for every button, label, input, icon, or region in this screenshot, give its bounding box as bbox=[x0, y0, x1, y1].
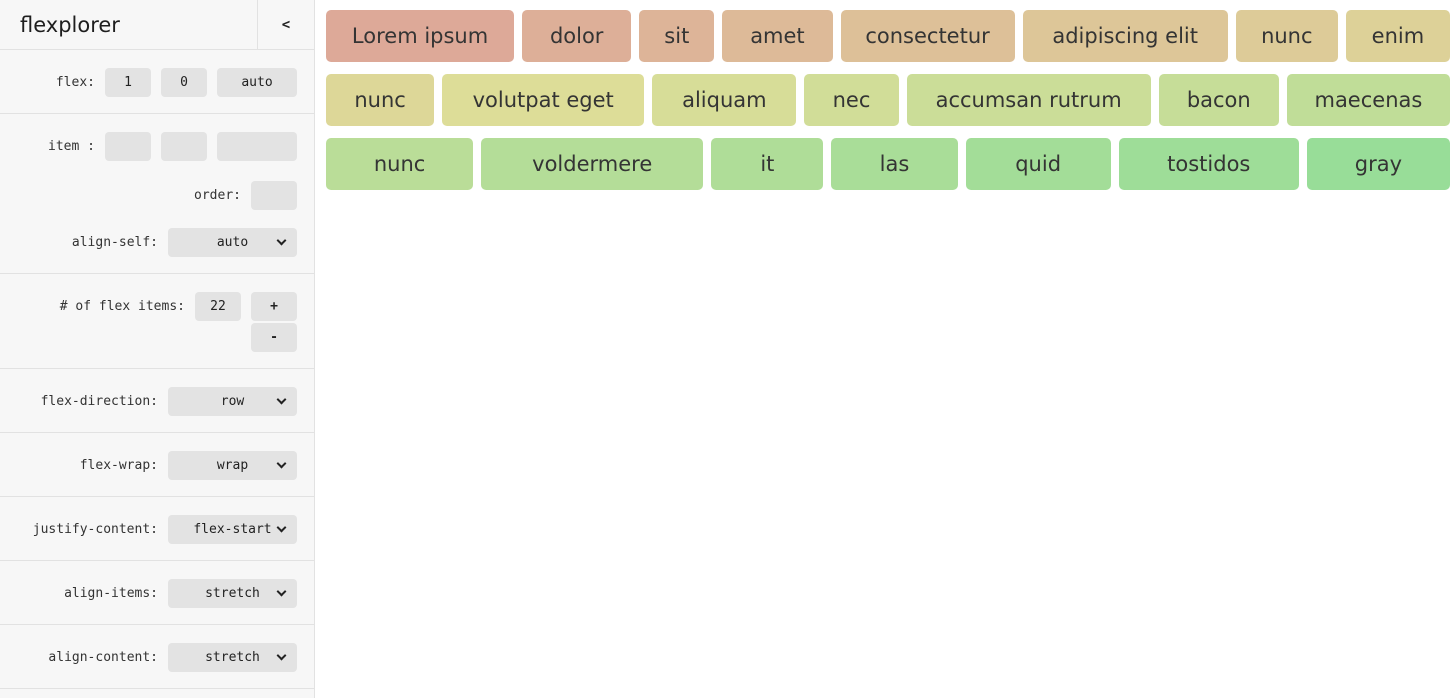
remove-item-button[interactable]: - bbox=[251, 323, 297, 352]
chevron-left-icon: < bbox=[281, 16, 291, 33]
section-flex-direction: flex-direction: row bbox=[0, 369, 314, 433]
flex-item: it bbox=[711, 138, 824, 190]
chevron-down-icon bbox=[276, 586, 287, 597]
flex-item: amet bbox=[722, 10, 833, 62]
chevron-down-icon bbox=[276, 650, 287, 661]
sidebar: flexplorer < flex: item : order: align-s… bbox=[0, 0, 315, 698]
justify-content-select[interactable]: flex-start bbox=[168, 515, 297, 544]
align-content-value: stretch bbox=[205, 650, 260, 665]
flex-item: sit bbox=[639, 10, 715, 62]
flex-item: gray bbox=[1306, 138, 1450, 190]
flex-item: volutpat eget bbox=[442, 74, 645, 126]
flex-item: adipiscing elit bbox=[1022, 10, 1228, 62]
flex-item: Lorem ipsum bbox=[326, 10, 515, 62]
flex-label: flex: bbox=[55, 75, 95, 90]
align-content-select[interactable]: stretch bbox=[168, 643, 297, 672]
align-self-select[interactable]: auto bbox=[168, 228, 297, 257]
flex-item: quid bbox=[965, 138, 1111, 190]
flex-wrap-select[interactable]: wrap bbox=[168, 451, 297, 480]
flex-item: nunc bbox=[326, 138, 474, 190]
flex-item: voldermere bbox=[481, 138, 704, 190]
section-align-items: align-items: stretch bbox=[0, 561, 314, 625]
flex-item: dolor bbox=[522, 10, 632, 62]
flex-item: accumsan rutrum bbox=[906, 74, 1151, 126]
num-items-label: # of flex items: bbox=[59, 299, 185, 314]
section-align-content: align-content: stretch bbox=[0, 625, 314, 689]
section-justify-content: justify-content: flex-start bbox=[0, 497, 314, 561]
item-flex-basis-input[interactable] bbox=[217, 132, 297, 161]
flex-direction-value: row bbox=[220, 394, 245, 409]
align-items-value: stretch bbox=[205, 586, 260, 601]
item-flex-grow-input[interactable] bbox=[105, 132, 151, 161]
flex-wrap-value: wrap bbox=[216, 458, 249, 473]
flex-wrap-label: flex-wrap: bbox=[79, 458, 158, 473]
section-item: item : order: align-self: auto bbox=[0, 114, 314, 274]
section-flex-wrap: flex-wrap: wrap bbox=[0, 433, 314, 497]
flex-item: aliquam bbox=[652, 74, 797, 126]
order-input[interactable] bbox=[251, 181, 297, 210]
add-item-button[interactable]: + bbox=[251, 292, 297, 321]
flex-item: tostidos bbox=[1118, 138, 1299, 190]
section-num-items: # of flex items: + - bbox=[0, 274, 314, 369]
item-flex-shrink-input[interactable] bbox=[161, 132, 207, 161]
num-items-input[interactable] bbox=[195, 292, 241, 321]
align-self-value: auto bbox=[216, 235, 249, 250]
flex-item: enim bbox=[1345, 10, 1450, 62]
flex-item: las bbox=[831, 138, 958, 190]
flex-direction-label: flex-direction: bbox=[40, 394, 158, 409]
align-items-label: align-items: bbox=[64, 586, 158, 601]
flex-item: nec bbox=[804, 74, 899, 126]
justify-content-label: justify-content: bbox=[32, 522, 158, 537]
flex-shrink-input[interactable] bbox=[161, 68, 207, 97]
chevron-down-icon bbox=[276, 458, 287, 469]
align-content-label: align-content: bbox=[48, 650, 158, 665]
chevron-down-icon bbox=[276, 235, 287, 246]
chevron-down-icon bbox=[276, 394, 287, 405]
app-title: flexplorer bbox=[20, 12, 120, 37]
flex-item: maecenas bbox=[1286, 74, 1450, 126]
align-items-select[interactable]: stretch bbox=[168, 579, 297, 608]
flex-item: nunc bbox=[1235, 10, 1338, 62]
flex-direction-select[interactable]: row bbox=[168, 387, 297, 416]
sidebar-collapse-button[interactable]: < bbox=[257, 0, 314, 49]
flex-item: consectetur bbox=[840, 10, 1015, 62]
chevron-down-icon bbox=[276, 522, 287, 533]
flex-basis-input[interactable] bbox=[217, 68, 297, 97]
section-flex: flex: bbox=[0, 50, 314, 114]
item-label: item : bbox=[48, 139, 95, 154]
flex-item: bacon bbox=[1158, 74, 1279, 126]
align-self-label: align-self: bbox=[71, 235, 158, 250]
flex-item: nunc bbox=[326, 74, 435, 126]
order-label: order: bbox=[194, 188, 241, 203]
sidebar-header: flexplorer < bbox=[0, 0, 314, 50]
flex-grow-input[interactable] bbox=[105, 68, 151, 97]
justify-content-value: flex-start bbox=[193, 522, 272, 537]
